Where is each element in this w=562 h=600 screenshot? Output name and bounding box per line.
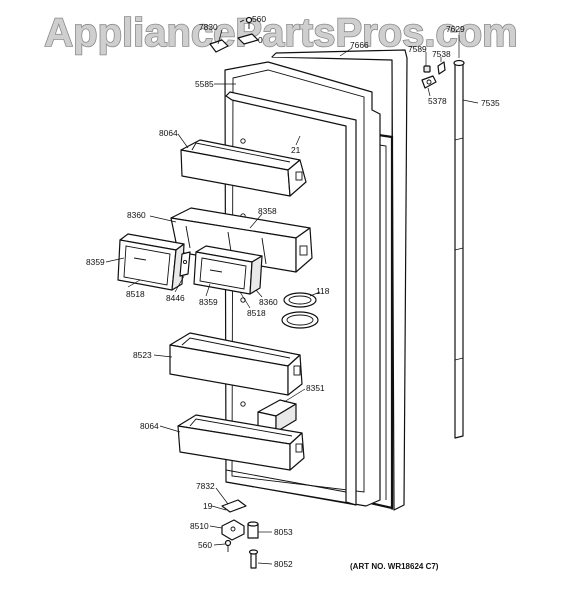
tray-118 — [281, 292, 319, 329]
watermark-text: AppliancePartsPros.com — [44, 11, 518, 55]
label-8064-bottom: 8064 — [140, 421, 159, 431]
label-8518-left: 8518 — [126, 289, 145, 299]
bottom-hinge-parts — [221, 499, 259, 569]
dairy-door-hinge-8446 — [179, 251, 191, 277]
label-8064-top: 8064 — [159, 128, 178, 138]
label-8360-left: 8360 — [127, 210, 146, 220]
door-bin-middle — [169, 332, 303, 396]
label-8510: 8510 — [190, 521, 209, 531]
label-7832: 7832 — [196, 481, 215, 491]
door-bin-top — [180, 139, 307, 197]
door-bin-bottom — [177, 414, 305, 471]
label-7830: 7830 — [199, 22, 218, 32]
hinge-hardware — [421, 61, 446, 89]
label-8052: 8052 — [274, 559, 293, 569]
label-7589: 7589 — [408, 44, 427, 54]
label-21: 21 — [291, 145, 301, 155]
label-7666: 7666 — [350, 40, 369, 50]
label-560-bottom: 560 — [198, 540, 212, 550]
label-7629: 7629 — [446, 24, 465, 34]
label-19: 19 — [203, 501, 213, 511]
label-5378: 5378 — [428, 96, 447, 106]
leader-lines — [105, 19, 479, 565]
hinge-rod — [453, 59, 465, 439]
dairy-door-right — [193, 245, 263, 295]
label-7535: 7535 — [481, 98, 500, 108]
dairy-door-left — [117, 233, 185, 291]
label-8359-mid: 8359 — [199, 297, 218, 307]
dairy-compartment — [170, 207, 313, 273]
art-number: (ART NO. WR18624 C7) — [350, 562, 439, 571]
label-8358: 8358 — [258, 206, 277, 216]
label-8359-left: 8359 — [86, 257, 105, 267]
label-118: 118 — [316, 286, 330, 296]
label-8446: 8446 — [166, 293, 185, 303]
label-8360-right: 8360 — [259, 297, 278, 307]
label-5585: 5585 — [195, 79, 214, 89]
label-8053: 8053 — [274, 527, 293, 537]
label-7830-tail: 0 — [258, 35, 263, 45]
label-8351: 8351 — [306, 383, 325, 393]
top-hinge-parts — [209, 16, 259, 53]
label-560-top: 560 — [252, 14, 266, 24]
label-8523: 8523 — [133, 350, 152, 360]
part-labels: 560 7830 0 7666 7629 7589 7538 5378 7535… — [86, 14, 500, 569]
label-7538: 7538 — [432, 49, 451, 59]
label-8518-right: 8518 — [247, 308, 266, 318]
